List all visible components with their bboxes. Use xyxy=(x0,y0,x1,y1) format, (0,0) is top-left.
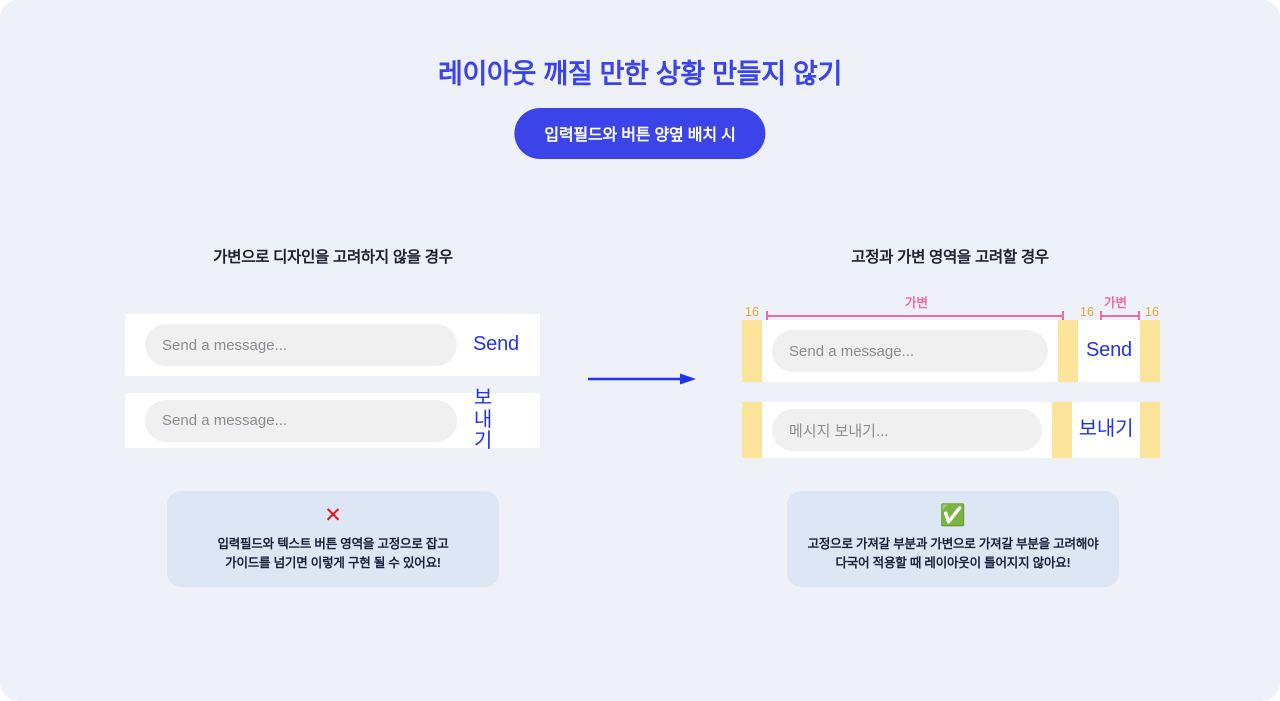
right-example-row-2: 메시지 보내기... 보내기 xyxy=(742,402,1160,458)
send-button-right-1[interactable]: Send xyxy=(1086,339,1132,362)
callout-right-line-1: 고정으로 가져갈 부분과 가변으로 가져갈 부분을 고려해야 xyxy=(807,536,1099,551)
page-title: 레이아웃 깨질 만한 상황 만들지 않기 xyxy=(437,59,843,89)
variable-measure-line-button xyxy=(1100,311,1140,320)
input-placeholder: Send a message... xyxy=(789,342,915,360)
callout-bad-example: ✕ 입력필드와 텍스트 버튼 영역을 고정으로 잡고 가이드를 넘기면 이렇게 … xyxy=(167,491,499,587)
fixed-margin-bar-left xyxy=(742,320,762,382)
send-button-left-1[interactable]: Send xyxy=(473,333,519,356)
message-input-right-1[interactable]: Send a message... xyxy=(772,330,1048,372)
fixed-margin-bar-left xyxy=(742,402,762,458)
callout-good-example: ✅ 고정으로 가져갈 부분과 가변으로 가져갈 부분을 고려해야 다국어 적용할… xyxy=(787,491,1119,587)
fixed-size-label-2: 16 xyxy=(1080,305,1094,319)
variable-measure-line-field xyxy=(766,311,1064,320)
left-example-row-2: Send a message... 보내기 xyxy=(125,387,540,452)
callout-left-line-1: 입력필드와 텍스트 버튼 영역을 고정으로 잡고 xyxy=(217,536,449,551)
left-example-row-1: Send a message... Send xyxy=(125,314,540,376)
input-placeholder: Send a message... xyxy=(162,336,288,354)
send-button-right-2[interactable]: 보내기 xyxy=(1078,418,1134,441)
right-example-row-1: Send a message... Send xyxy=(742,320,1160,382)
input-placeholder: 메시지 보내기... xyxy=(789,422,889,440)
fixed-margin-bar-right xyxy=(1140,320,1160,382)
callout-right-line-2: 다국어 적용할 때 레이아웃이 틀어지지 않아요! xyxy=(835,556,1071,570)
message-input-left-2[interactable]: Send a message... xyxy=(145,399,457,442)
fixed-gap-bar-middle xyxy=(1052,402,1072,458)
right-arrow-icon xyxy=(588,372,696,385)
cross-icon: ✕ xyxy=(324,503,342,527)
fixed-margin-bar-right xyxy=(1140,402,1160,458)
input-placeholder: Send a message... xyxy=(162,412,288,429)
variable-label-button: 가변 xyxy=(1104,296,1128,310)
send-button-left-2[interactable]: 보내기 xyxy=(473,387,493,453)
variable-label-field: 가변 xyxy=(905,296,929,310)
variable-button-area-1: Send xyxy=(1078,320,1140,382)
variable-button-area-2: 보내기 xyxy=(1072,402,1140,458)
topic-pill-badge: 입력필드와 버튼 양옆 배치 시 xyxy=(514,108,766,159)
variable-field-area-1: Send a message... xyxy=(762,320,1058,382)
fixed-size-label-1: 16 xyxy=(745,305,759,319)
message-input-right-2[interactable]: 메시지 보내기... xyxy=(772,409,1042,451)
message-input-left-1[interactable]: Send a message... xyxy=(145,324,457,366)
fixed-size-label-3: 16 xyxy=(1145,305,1159,319)
section-title-right: 고정과 가변 영역을 고려할 경우 xyxy=(851,249,1049,266)
callout-left-line-2: 가이드를 넘기면 이렇게 구현 될 수 있어요! xyxy=(225,556,441,570)
fixed-gap-bar-middle xyxy=(1058,320,1078,382)
variable-field-area-2: 메시지 보내기... xyxy=(762,402,1052,458)
check-icon: ✅ xyxy=(939,503,967,527)
section-title-left: 가변으로 디자인을 고려하지 않을 경우 xyxy=(213,249,453,266)
